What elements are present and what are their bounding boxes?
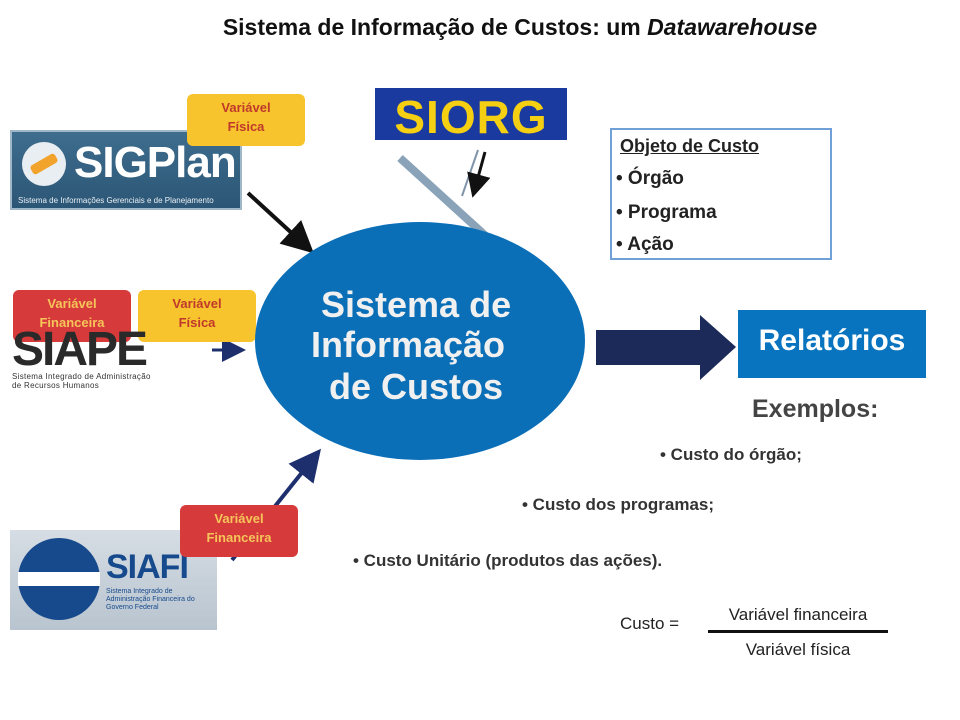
exemplos-heading: Exemplos:	[752, 395, 879, 423]
objeto-custo-heading: Objeto de Custo	[620, 136, 759, 156]
sigplan-emblem-icon	[22, 142, 66, 186]
formula-lhs: Custo =	[620, 614, 680, 633]
siape-logo: SIAPE	[12, 323, 148, 376]
siafi-subtitle: Sistema Integrado de Administração Finan…	[106, 588, 195, 611]
siorg-bar	[397, 155, 491, 241]
tag-line: Financeira	[206, 530, 272, 545]
center-line: Sistema de	[321, 284, 512, 325]
objeto-custo-box: Objeto de Custo • Órgão • Programa • Açã…	[610, 128, 832, 260]
siafi-emblem-icon	[18, 538, 100, 620]
tag-line: Variável	[221, 100, 271, 115]
sigplan-name: SIGPlan	[74, 138, 237, 187]
siape-subtitle-line: de Recursos Humanos	[12, 381, 100, 390]
variavel-financeira-tag-left: Variável Financeira	[13, 290, 131, 342]
relatorios-label: Relatórios	[758, 324, 906, 357]
objeto-custo-item: • Órgão	[616, 168, 684, 189]
exemplo-item: • Custo dos programas;	[522, 495, 715, 514]
tag-line: Variável	[47, 296, 97, 311]
exemplo-item: • Custo Unitário (produtos das ações).	[353, 551, 663, 570]
variavel-fisica-tag-mid: Variável Física	[138, 290, 256, 342]
formula-fraction-line	[708, 630, 888, 633]
siorg-logo: SIORG	[375, 88, 567, 143]
tag-line: Variável	[172, 296, 222, 311]
title-italic: Datawarehouse	[647, 14, 818, 40]
exemplo-item: • Custo do órgão;	[660, 445, 802, 464]
variavel-fisica-tag-top: Variável Física	[187, 94, 305, 146]
siafi-name: SIAFI	[106, 548, 189, 586]
formula-numerator: Variável financeira	[728, 605, 868, 624]
objeto-custo-item: • Ação	[616, 234, 674, 255]
sigplan-subtitle: Sistema de Informações Gerenciais e de P…	[18, 196, 214, 205]
tag-line: Financeira	[39, 315, 105, 330]
center-line: de Custos	[329, 366, 504, 407]
sistema-custos-ellipse: Sistema de Informação de Custos	[255, 222, 585, 460]
sigplan-logo: SIGPlan Sistema de Informações Gerenciai…	[10, 130, 242, 210]
tag-line: Física	[227, 119, 265, 134]
tag-line: Física	[178, 315, 216, 330]
title-text: Sistema de Informação de Custos: um	[222, 14, 648, 40]
variavel-financeira-tag-bottom: Variável Financeira	[180, 505, 298, 557]
sigplan-arrow	[246, 191, 314, 254]
siorg-arrow	[467, 151, 491, 198]
center-line: Informação	[311, 324, 506, 365]
siorg-name: SIORG	[394, 91, 548, 143]
siape-subtitle: Sistema Integrado de Administração de Re…	[12, 372, 151, 390]
objeto-custo-item: • Programa	[616, 202, 717, 223]
big-arrow-icon	[596, 315, 736, 380]
formula-denominator: Variável física	[745, 640, 851, 659]
siape-subtitle-line: Sistema Integrado de Administração	[12, 372, 151, 381]
tag-line: Variável	[214, 511, 264, 526]
page-title: Sistema de Informação de Custos: um Data…	[0, 14, 960, 41]
relatorios-box: Relatórios	[738, 310, 926, 378]
